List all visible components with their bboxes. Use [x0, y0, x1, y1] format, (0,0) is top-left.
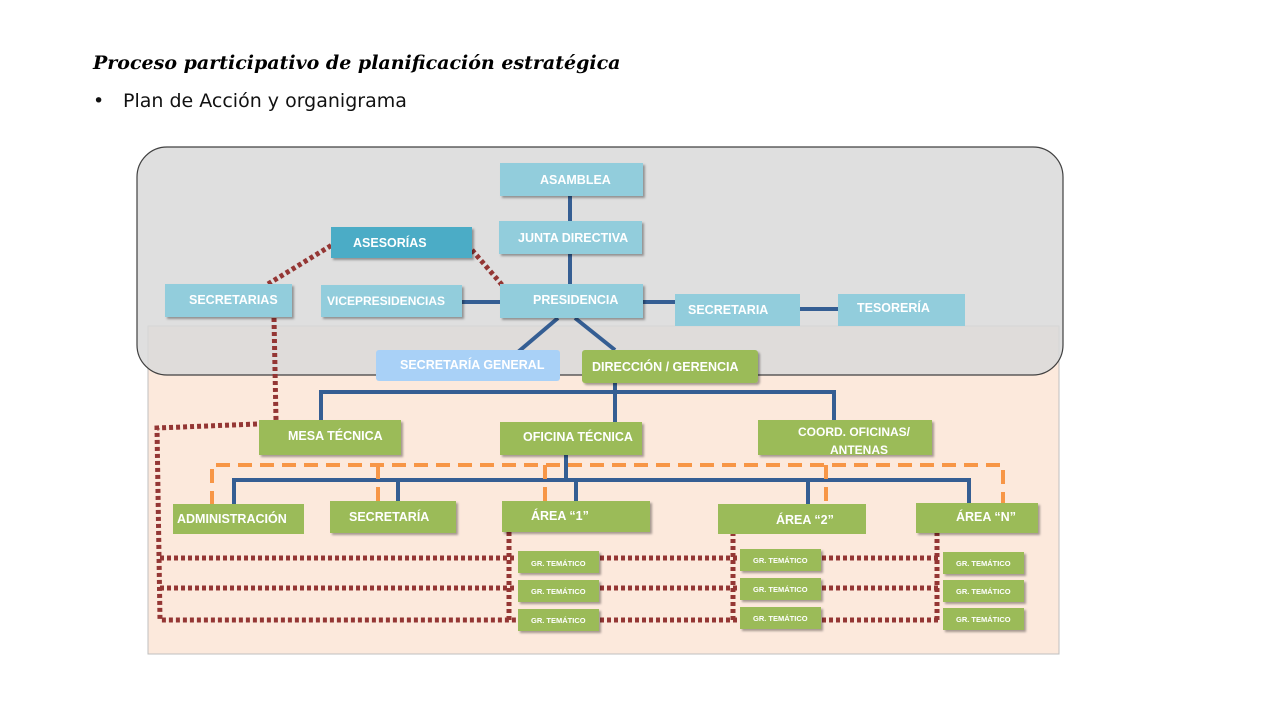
box-mesa-tecnica: MESA TÉCNICA — [259, 420, 401, 455]
box-coord-oficinas: COORD. OFICINAS/ ANTENAS — [758, 420, 932, 457]
box-area-1: ÁREA “1” — [502, 501, 650, 532]
gr-tematico: GR. TEMÁTICO — [943, 580, 1024, 602]
box-area-1-label: ÁREA “1” — [531, 508, 589, 523]
dashed-orange-connectors — [210, 463, 1005, 505]
gr-tematico: GR. TEMÁTICO — [740, 578, 821, 600]
box-direccion-gerencia: DIRECCIÓN / GERENCIA — [582, 350, 758, 383]
box-administracion-label: ADMINISTRACIÓN — [177, 511, 287, 526]
gr-tematico-label: GR. TEMÁTICO — [956, 559, 1011, 568]
box-presidencia: PRESIDENCIA — [500, 284, 643, 318]
bullet-item: • Plan de Acción y organigrama — [93, 90, 407, 112]
solid-connectors — [232, 196, 971, 504]
box-asesorias-label: ASESORÍAS — [353, 235, 427, 250]
box-vicepresidencias: VICEPRESIDENCIAS — [321, 285, 462, 317]
box-area-n: ÁREA “N” — [916, 503, 1038, 533]
page-title: Proceso participativo de planificación e… — [93, 52, 621, 74]
gr-tematico: GR. TEMÁTICO — [740, 549, 821, 571]
box-administracion: ADMINISTRACIÓN — [173, 504, 304, 534]
box-mesa-tecnica-label: MESA TÉCNICA — [288, 428, 383, 443]
box-coord-label-1: COORD. OFICINAS/ — [798, 425, 911, 439]
gr-tematico-label: GR. TEMÁTICO — [531, 587, 586, 596]
gr-tematico: GR. TEMÁTICO — [943, 552, 1024, 574]
box-tesoreria: TESORERÍA — [838, 294, 965, 326]
box-oficina-tecnica-label: OFICINA TÉCNICA — [523, 429, 633, 444]
box-junta-label: JUNTA DIRECTIVA — [518, 231, 628, 245]
box-oficina-tecnica: OFICINA TÉCNICA — [500, 422, 642, 455]
box-secretarias-label: SECRETARIAS — [189, 293, 278, 307]
box-junta-directiva: JUNTA DIRECTIVA — [499, 221, 642, 254]
gr-tematico: GR. TEMÁTICO — [740, 607, 821, 629]
box-presidencia-label: PRESIDENCIA — [533, 293, 618, 307]
gr-tematico-label: GR. TEMÁTICO — [753, 614, 808, 623]
gr-tematico: GR. TEMÁTICO — [518, 580, 599, 602]
box-secretarias: SECRETARIAS — [165, 284, 292, 317]
gr-tematico-label: GR. TEMÁTICO — [753, 585, 808, 594]
gr-tematico-label: GR. TEMÁTICO — [956, 587, 1011, 596]
gr-tematico: GR. TEMÁTICO — [518, 609, 599, 631]
box-secretaria-general-label: SECRETARÍA GENERAL — [400, 357, 545, 372]
gr-tematico-label: GR. TEMÁTICO — [753, 556, 808, 565]
box-coord-label-2: ANTENAS — [830, 443, 888, 457]
box-area-2: ÁREA “2” — [718, 504, 866, 534]
box-asamblea-label: ASAMBLEA — [540, 173, 611, 187]
gr-tematico: GR. TEMÁTICO — [943, 608, 1024, 630]
box-secretaria-label: SECRETARIA — [688, 303, 768, 317]
box-secretaria-2-label: SECRETARÍA — [349, 509, 429, 524]
box-secretaria-general: SECRETARÍA GENERAL — [376, 350, 560, 381]
box-asamblea: ASAMBLEA — [500, 163, 643, 196]
gr-tematico: GR. TEMÁTICO — [518, 551, 599, 573]
box-area-n-label: ÁREA “N” — [956, 509, 1016, 524]
box-secretaria-2: SECRETARÍA — [330, 501, 456, 533]
bullet-text: Plan de Acción y organigrama — [123, 90, 407, 112]
gr-tematico-label: GR. TEMÁTICO — [531, 559, 586, 568]
gr-tematico-label: GR. TEMÁTICO — [956, 615, 1011, 624]
box-secretaria: SECRETARIA — [675, 294, 800, 326]
box-asesorias: ASESORÍAS — [331, 227, 472, 258]
box-direccion-label: DIRECCIÓN / GERENCIA — [592, 359, 739, 374]
box-tesoreria-label: TESORERÍA — [857, 300, 930, 315]
box-area-2-label: ÁREA “2” — [776, 512, 834, 527]
gr-tematico-label: GR. TEMÁTICO — [531, 616, 586, 625]
box-vicepresidencias-label: VICEPRESIDENCIAS — [327, 294, 445, 308]
dotted-red-connectors — [154, 242, 940, 623]
bullet-dot: • — [93, 90, 105, 112]
